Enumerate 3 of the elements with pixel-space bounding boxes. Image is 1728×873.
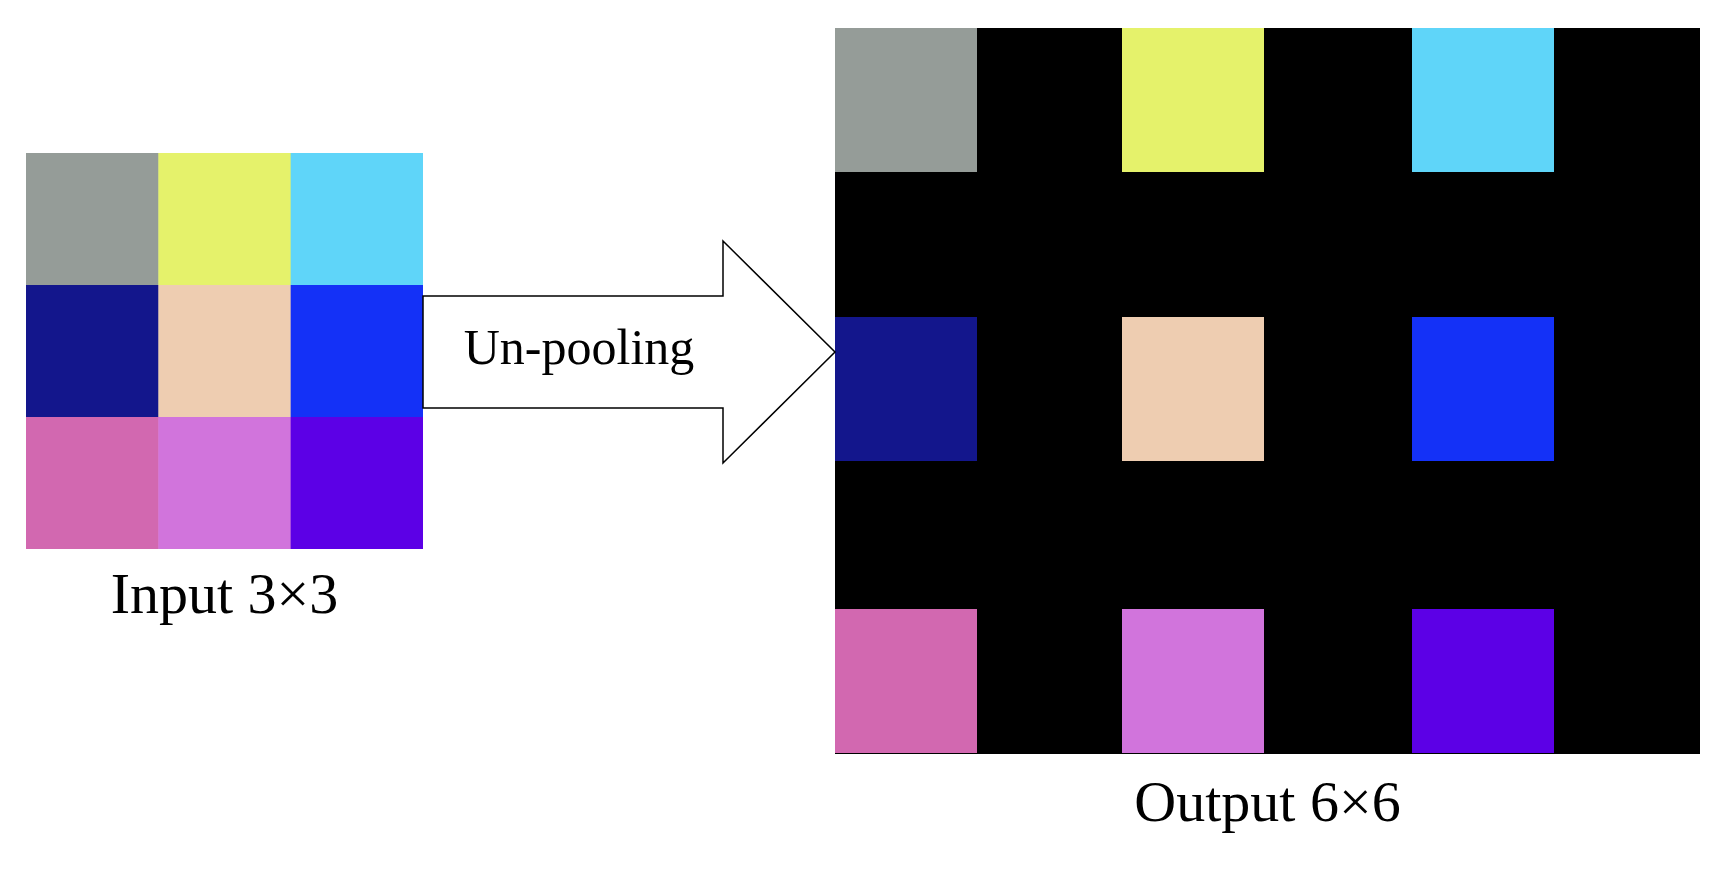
block-arrow <box>422 239 837 465</box>
grid-caption: Output 6×6 <box>1134 773 1401 831</box>
grid-caption: Input 3×3 <box>110 565 339 623</box>
